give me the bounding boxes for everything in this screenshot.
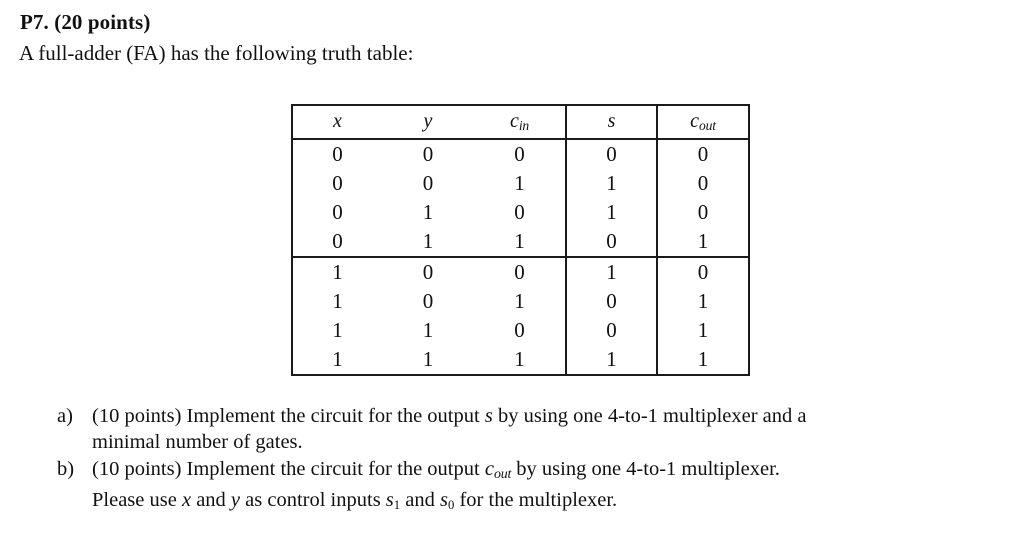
cell-cin: 0 xyxy=(514,318,525,342)
column-header-x: x xyxy=(292,105,382,140)
cell-s: 0 xyxy=(565,287,657,316)
cell-y: 0 xyxy=(422,171,434,195)
header-base-y: y xyxy=(423,110,433,132)
task-b-var-c-sub: out xyxy=(493,467,512,483)
cell-y: 1 xyxy=(422,347,434,371)
cell-y: 0 xyxy=(422,289,434,313)
task-b-l2-post: for the multiplexer. xyxy=(454,488,618,511)
full-adder-truth-table: x y cin s cout 0 0 0 0 0 0 0 1 1 0 xyxy=(291,104,750,376)
cell-cout: 1 xyxy=(656,316,749,345)
truth-table-container: x y cin s cout 0 0 0 0 0 0 0 1 1 0 xyxy=(291,104,750,376)
task-a-line-1: (10 points) Implement the circuit for th… xyxy=(92,404,1007,430)
header-base-cin: c xyxy=(509,109,519,132)
cell-x: 1 xyxy=(332,289,343,313)
cell-cin: 1 xyxy=(514,289,525,313)
header-base-x: x xyxy=(333,110,342,132)
task-b-var-c: c xyxy=(484,458,494,480)
task-a-line-2: minimal number of gates. xyxy=(92,430,303,453)
task-b-text-post: by using one 4-to-1 multiplexer. xyxy=(511,458,780,480)
task-b-var-s1-sub: 1 xyxy=(393,497,401,512)
task-b-l2-mid2: as control inputs xyxy=(240,488,386,511)
cell-x: 0 xyxy=(332,200,343,224)
cell-s: 0 xyxy=(565,316,657,345)
task-b-line-1: (10 points) Implement the circuit for th… xyxy=(92,457,1007,488)
task-b-var-s1: s xyxy=(385,488,394,511)
cell-s: 1 xyxy=(565,257,657,287)
table-row: 0 0 0 0 0 xyxy=(292,139,749,169)
task-marker-b: b) xyxy=(57,458,75,480)
table-row: 1 0 1 0 1 xyxy=(292,287,749,316)
header-sub-cout: out xyxy=(699,117,716,133)
task-b-l2-mid1: and xyxy=(191,488,231,511)
task-body-a: (10 points) Implement the circuit for th… xyxy=(92,404,1007,455)
cell-s: 0 xyxy=(565,139,657,169)
cell-y: 1 xyxy=(422,318,434,342)
task-a-var-s: s xyxy=(484,405,493,427)
task-b-line-2: Please use x and y as control inputs s1 … xyxy=(92,488,1007,518)
header-base-cout: c xyxy=(690,109,700,132)
cell-cout: 0 xyxy=(656,139,749,169)
table-row: 0 1 1 0 1 xyxy=(292,227,749,258)
cell-x: 1 xyxy=(332,260,343,284)
task-b-var-y: y xyxy=(230,488,241,511)
cell-cout: 0 xyxy=(656,169,749,198)
task-b-text-pre: (10 points) Implement the circuit for th… xyxy=(92,458,485,480)
task-b-l2-pre: Please use xyxy=(92,488,182,511)
cell-s: 1 xyxy=(565,345,657,375)
table-row: 1 1 0 0 1 xyxy=(292,316,749,345)
task-list: a) (10 points) Implement the circuit for… xyxy=(57,404,1007,520)
cell-cout: 1 xyxy=(656,287,749,316)
cell-cin: 1 xyxy=(514,171,525,195)
column-header-y: y xyxy=(382,105,474,140)
table-row: 0 1 0 1 0 xyxy=(292,198,749,227)
task-a-text-post: by using one 4-to-1 multiplexer and a xyxy=(492,405,807,427)
column-header-s: s xyxy=(565,105,657,140)
cell-cout: 0 xyxy=(656,257,749,287)
task-marker-a: a) xyxy=(57,405,73,427)
intro-paragraph: A full-adder (FA) has the following trut… xyxy=(19,41,414,65)
cell-x: 1 xyxy=(332,318,343,342)
column-header-cout: cout xyxy=(656,105,749,140)
table-header-row: x y cin s cout xyxy=(292,105,749,140)
task-b-var-x: x xyxy=(181,488,192,511)
cell-cout: 1 xyxy=(656,227,749,258)
task-item-b: b) (10 points) Implement the circuit for… xyxy=(57,457,1007,518)
cell-y: 1 xyxy=(422,200,434,224)
cell-x: 1 xyxy=(332,347,343,371)
table-row: 1 0 0 1 0 xyxy=(292,257,749,287)
cell-cin: 0 xyxy=(514,260,525,284)
task-b-l2-mid3: and xyxy=(400,488,440,511)
page-title: P7. (20 points) xyxy=(20,10,151,34)
cell-cin: 0 xyxy=(514,200,525,224)
cell-s: 1 xyxy=(565,198,657,227)
cell-x: 0 xyxy=(292,227,382,258)
task-body-b: (10 points) Implement the circuit for th… xyxy=(92,457,1007,518)
header-base-s: s xyxy=(607,110,616,132)
table-header: x y cin s cout xyxy=(292,105,749,140)
cell-cout: 0 xyxy=(656,198,749,227)
table-row: 0 0 1 1 0 xyxy=(292,169,749,198)
cell-s: 1 xyxy=(565,169,657,198)
task-b-var-s0-sub: 0 xyxy=(447,497,455,512)
cell-cout: 1 xyxy=(656,345,749,375)
cell-y: 0 xyxy=(422,260,434,284)
cell-cin: 0 xyxy=(514,142,525,166)
header-sub-cin: in xyxy=(518,117,530,133)
cell-x: 0 xyxy=(332,171,343,195)
task-item-a: a) (10 points) Implement the circuit for… xyxy=(57,404,1007,455)
column-header-cin: cin xyxy=(474,105,566,140)
table-row: 1 1 1 1 1 xyxy=(292,345,749,375)
task-b-var-s0: s xyxy=(440,488,448,511)
cell-y: 0 xyxy=(422,142,434,166)
cell-x: 0 xyxy=(332,142,343,166)
task-a-text-pre: (10 points) Implement the circuit for th… xyxy=(92,405,485,427)
table-body: 0 0 0 0 0 0 0 1 1 0 0 1 0 1 0 0 xyxy=(292,139,749,375)
cell-cin: 1 xyxy=(514,347,525,371)
cell-y: 1 xyxy=(382,227,474,258)
cell-cin: 1 xyxy=(474,227,566,258)
cell-s: 0 xyxy=(565,227,657,258)
